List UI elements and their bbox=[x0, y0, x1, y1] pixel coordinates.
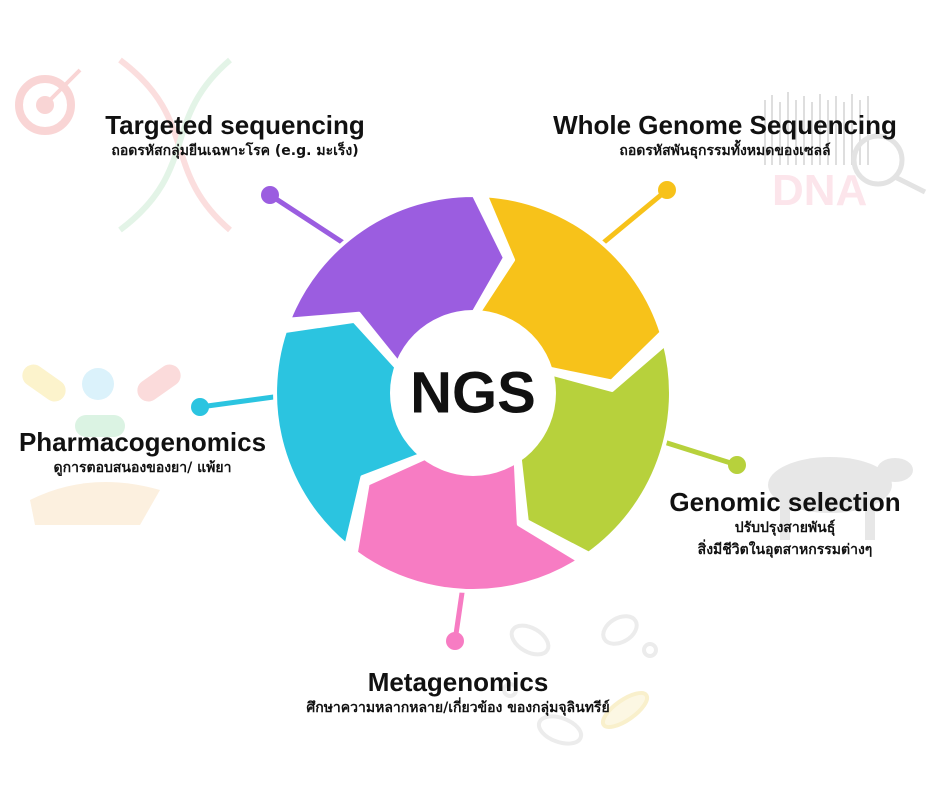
barcode-icon bbox=[764, 92, 869, 165]
background-decor: DNA bbox=[15, 57, 927, 746]
microbe-icons bbox=[502, 614, 658, 746]
cow-icon bbox=[768, 457, 913, 540]
wgs-subtitle: ถอดรหัสพันธุกรรมทั้งหมดของเซลล์ bbox=[619, 143, 831, 159]
connector-pharmacogenomics bbox=[199, 393, 282, 410]
connector-wgs bbox=[601, 188, 669, 245]
label-metagenomics: Metagenomics ศึกษาความหลากหลาย/เกี่ยวข้อ… bbox=[230, 667, 686, 719]
genomic-selection-subtitle-2: สิ่งมีชีวิตในอุตสาหกรรมต่างๆ bbox=[697, 542, 873, 558]
connector-metagenomics bbox=[452, 585, 466, 642]
targeted-subtitle: ถอดรหัสกลุ่มยีนเฉพาะโรค (e.g. มะเร็ง) bbox=[111, 143, 359, 159]
dna-helix-icon bbox=[118, 57, 232, 233]
target-icon bbox=[15, 68, 82, 135]
center-circle bbox=[390, 310, 556, 476]
magnifier-icon bbox=[851, 133, 927, 195]
pharmacogenomics-title: Pharmacogenomics bbox=[18, 427, 267, 457]
connector-dot-metagenomics bbox=[446, 632, 464, 650]
label-targeted: Targeted sequencing ถอดรหัสกลุ่มยีนเฉพาะ… bbox=[20, 110, 450, 162]
connector-dot-genomic-selection bbox=[728, 456, 746, 474]
connector-dot-pharmacogenomics bbox=[191, 398, 209, 416]
genomic-selection-subtitle-1: ปรับปรุงสายพันธุ์ bbox=[734, 520, 836, 536]
genomic-selection-title: Genomic selection bbox=[669, 487, 901, 517]
center-label: NGS bbox=[410, 361, 536, 426]
label-genomic-selection: Genomic selection ปรับปรุงสายพันธุ์ สิ่ง… bbox=[640, 487, 930, 561]
metagenomics-subtitle: ศึกษาความหลากหลาย/เกี่ยวข้อง ของกลุ่มจุล… bbox=[306, 700, 610, 716]
connector-dot-targeted bbox=[261, 186, 279, 204]
connectors bbox=[191, 181, 746, 650]
pills-icon bbox=[22, 364, 181, 525]
connector-genomic-selection bbox=[663, 439, 738, 468]
dna-decor-text: DNA bbox=[772, 166, 867, 215]
metagenomics-title: Metagenomics bbox=[367, 667, 549, 697]
targeted-title: Targeted sequencing bbox=[105, 110, 365, 140]
wgs-title: Whole Genome Sequencing bbox=[553, 110, 897, 140]
connector-targeted bbox=[268, 192, 347, 247]
label-pharmacogenomics: Pharmacogenomics ดูการตอบสนองของยา/ แพ้ย… bbox=[0, 427, 285, 479]
connector-dot-wgs bbox=[658, 181, 676, 199]
pharmacogenomics-subtitle: ดูการตอบสนองของยา/ แพ้ยา bbox=[53, 460, 232, 476]
label-wgs: Whole Genome Sequencing ถอดรหัสพันธุกรรม… bbox=[520, 110, 930, 162]
